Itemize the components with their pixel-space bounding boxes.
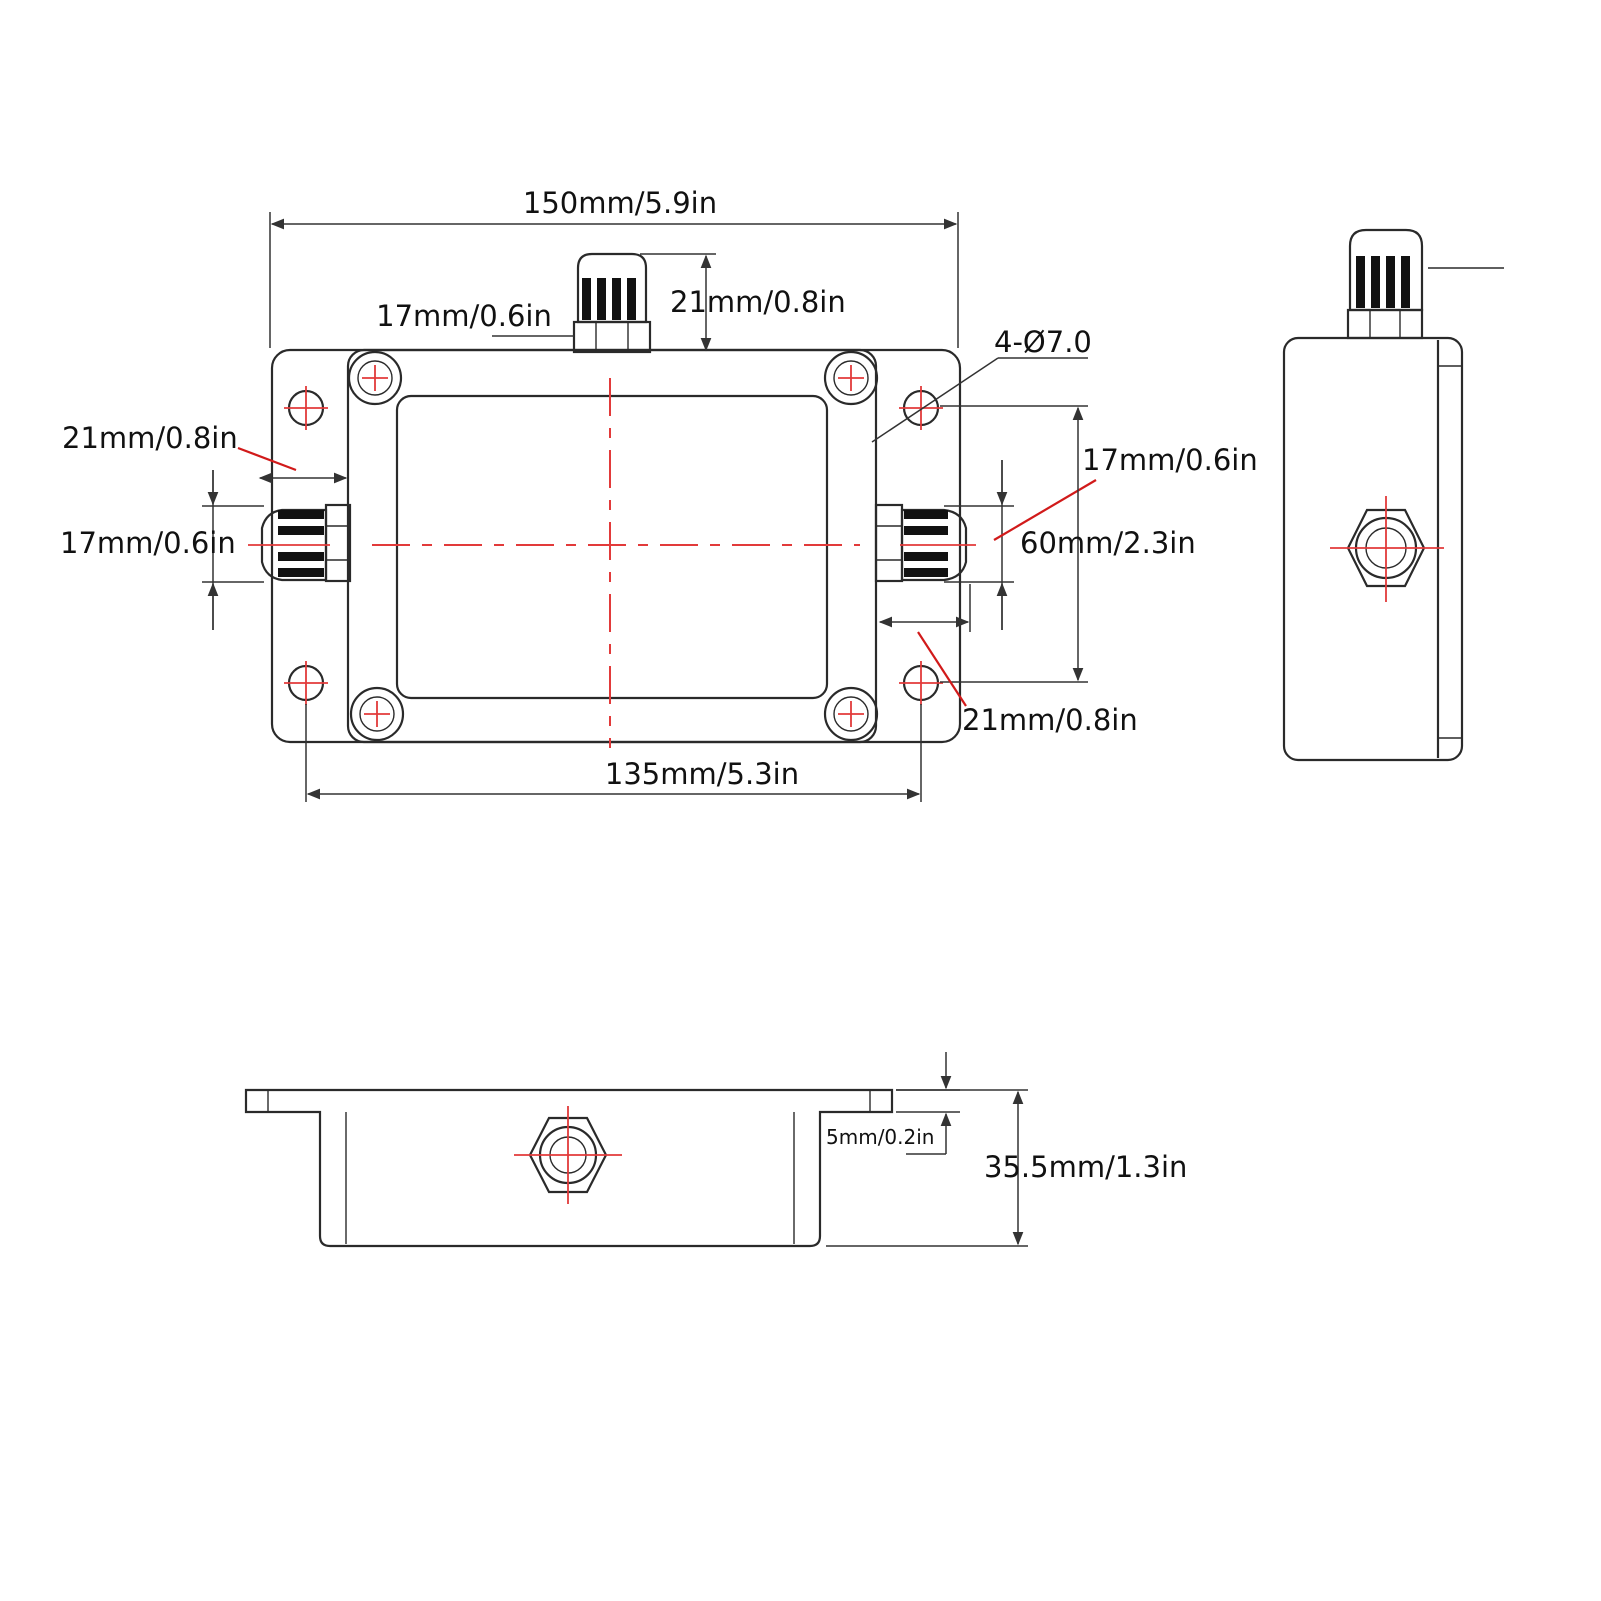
hole-spec-label: 4-Ø7.0	[994, 325, 1092, 359]
dimension-flange-thickness: 5mm/0.2in	[826, 1052, 960, 1155]
dimension-right-gland-length: 21mm/0.8in	[878, 584, 1138, 737]
overall-width-label: 150mm/5.9in	[523, 186, 717, 220]
dimension-top-gland: 17mm/0.6in 21mm/0.8in	[376, 253, 846, 352]
left-gland-width-label: 17mm/0.6in	[60, 526, 236, 560]
hole-spacing-vertical-label: 60mm/2.3in	[1020, 526, 1196, 560]
front-gland-nut	[514, 1106, 622, 1204]
top-gland-height-label: 21mm/0.8in	[670, 285, 846, 319]
dimension-hole-spacing-horizontal: 135mm/5.3in	[305, 704, 922, 802]
top-view: 150mm/5.9in 17mm/0.6in 21mm/0.8in 4-Ø7.0…	[60, 186, 1258, 802]
side-gland-nut	[1330, 496, 1444, 602]
dimension-right-gland-width: 17mm/0.6in	[944, 443, 1258, 630]
lid-screw-bl	[349, 686, 405, 742]
mount-hole-br	[899, 661, 943, 705]
lid-screw-tr	[823, 350, 879, 406]
mount-hole-bl	[284, 661, 328, 705]
lid-window	[395, 394, 829, 700]
dimension-hole-spacing-vertical: 60mm/2.3in	[940, 405, 1196, 683]
dimension-left-gland-length: 21mm/0.8in	[62, 421, 348, 484]
right-gland-length-label: 21mm/0.8in	[962, 703, 1138, 737]
front-view: 5mm/0.2in 35.5mm/1.3in	[244, 1052, 1187, 1248]
hole-spacing-horizontal-label: 135mm/5.3in	[605, 757, 799, 791]
overall-height-label: 35.5mm/1.3in	[984, 1150, 1187, 1184]
dimension-left-gland-width: 17mm/0.6in	[60, 470, 264, 630]
cable-gland-left	[248, 503, 352, 583]
flange-thickness-label: 5mm/0.2in	[826, 1125, 934, 1149]
side-body-outline	[1282, 336, 1464, 762]
cable-gland-top	[572, 252, 652, 354]
right-gland-width-label: 17mm/0.6in	[1082, 443, 1258, 477]
hole-spec-callout: 4-Ø7.0	[871, 325, 1092, 443]
side-cable-gland	[1346, 228, 1424, 340]
front-outline	[244, 1088, 894, 1248]
mount-hole-tr	[899, 386, 943, 430]
side-view	[1282, 228, 1504, 762]
lid-screw-tl	[347, 350, 403, 406]
top-gland-width-label: 17mm/0.6in	[376, 299, 552, 333]
left-gland-length-label: 21mm/0.8in	[62, 421, 238, 455]
lid-screw-br	[823, 686, 879, 742]
cable-gland-right	[874, 503, 976, 583]
dimension-overall-width: 150mm/5.9in	[269, 186, 959, 348]
dimension-overall-height: 35.5mm/1.3in	[826, 1089, 1187, 1247]
mount-hole-tl	[284, 386, 328, 430]
